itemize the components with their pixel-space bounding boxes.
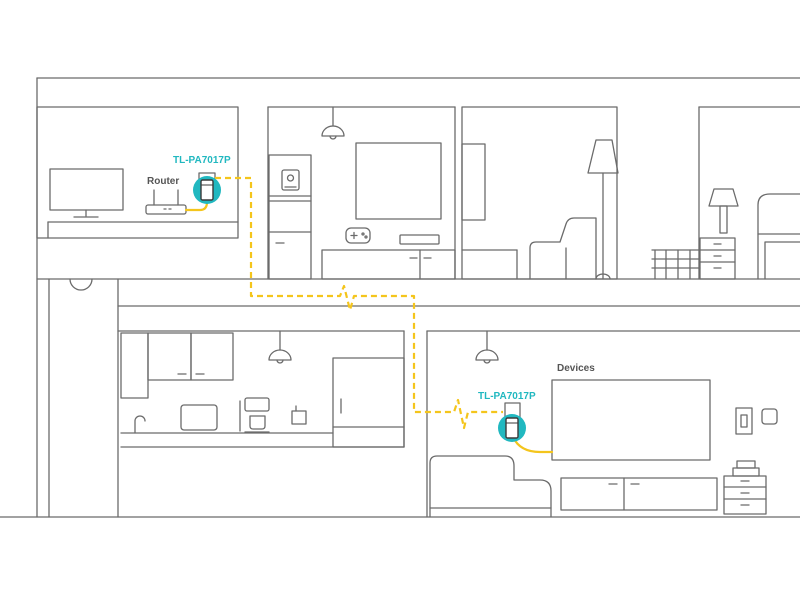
lower-kitchen <box>117 330 405 448</box>
upper-bedroom <box>651 106 800 280</box>
coffee-machine-icon <box>281 169 300 191</box>
upper-living-room <box>461 106 619 280</box>
powerline-adapter-bottom-icon <box>498 414 526 442</box>
microwave-icon <box>180 404 218 431</box>
ceiling-lamp-icon <box>268 330 292 364</box>
light-switch-icon <box>735 407 753 435</box>
bed-icon <box>757 193 800 280</box>
upper-kitchen <box>267 106 456 280</box>
wall-tv <box>355 142 442 220</box>
ceiling-lamp-icon <box>321 106 345 140</box>
adapter-top-label: TL-PA7017P <box>173 155 231 166</box>
toaster-icon <box>291 410 307 425</box>
tv-icon <box>49 168 124 218</box>
lower-living-room <box>426 330 800 518</box>
game-controller-icon <box>345 227 371 244</box>
thermostat-icon <box>761 408 778 425</box>
console-icon <box>399 234 440 245</box>
ceiling-lamp-icon <box>475 330 499 364</box>
table-lamp-icon <box>708 188 739 234</box>
fridge-icon <box>332 357 405 448</box>
powerline-adapter-top-icon <box>193 176 221 204</box>
powerline-path <box>215 176 503 430</box>
sofa-icon <box>429 455 552 518</box>
router-icon <box>145 189 187 215</box>
floor-lamp-icon <box>587 139 619 280</box>
devices-label: Devices <box>557 363 595 374</box>
armchair-icon <box>529 217 597 280</box>
house-structure <box>0 77 800 518</box>
coffee-maker-icon <box>239 397 270 433</box>
adapter-bottom-label: TL-PA7017P <box>478 391 536 402</box>
tv-cabinet <box>560 477 718 511</box>
router-room <box>36 106 239 239</box>
side-cabinet <box>723 475 767 515</box>
devices-tv <box>551 379 711 461</box>
router-label: Router <box>147 176 180 187</box>
